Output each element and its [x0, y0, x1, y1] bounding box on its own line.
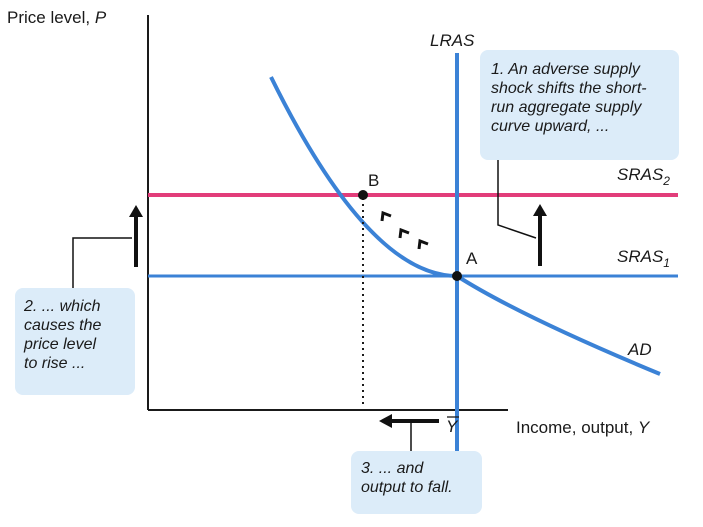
y-bar-label: Y [446, 417, 459, 436]
callout-1-connector [497, 160, 537, 239]
chevron-arrow-icon [380, 210, 429, 250]
sras2-label: SRAS2 [617, 165, 670, 188]
y-axis-label: Price level, P [7, 8, 107, 27]
callout-2-connector [72, 237, 132, 288]
arrow-up-icon [533, 204, 547, 266]
x-axis-label: Income, output, Y [516, 418, 651, 437]
point-a [452, 271, 462, 281]
callout-supply-shock: 1. An adverse supply shock shifts the sh… [480, 50, 679, 160]
callout-price-rise: 2. ... which causes the price level to r… [15, 288, 135, 395]
point-b-label: B [368, 171, 379, 190]
arrow-left-icon [379, 414, 439, 428]
lras-label: LRAS [430, 31, 475, 50]
ad-label: AD [627, 340, 652, 359]
sras1-label: SRAS1 [617, 247, 670, 270]
callout-output-fall: 3. ... and output to fall. [351, 451, 482, 514]
point-a-label: A [466, 249, 478, 268]
arrow-up-icon [129, 205, 143, 267]
point-b [358, 190, 368, 200]
